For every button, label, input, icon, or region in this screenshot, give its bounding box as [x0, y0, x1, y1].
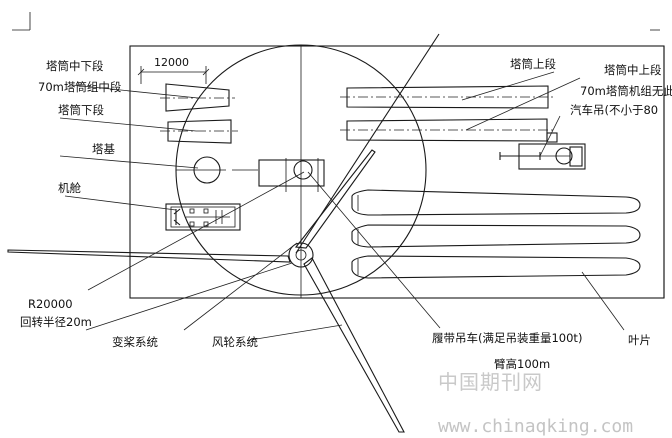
- rotor-hub-center: [295, 249, 307, 261]
- dimension-text: 12000: [154, 56, 189, 69]
- label-radius-value: R20000: [28, 297, 73, 311]
- watermark-url: www.chinaqking.com: [438, 416, 633, 437]
- tower-lower-segment: [160, 119, 238, 144]
- rotor-blade-left: [7, 249, 291, 263]
- label-tower-70m-mid: 70m塔筒组中段: [38, 80, 122, 94]
- rotor-blade-down: [303, 257, 405, 433]
- blade-2: [351, 224, 641, 248]
- label-tower-70m-note: 70m塔筒机组无此: [580, 84, 672, 98]
- truck-crane: [499, 132, 586, 170]
- label-tower-lower: 塔筒下段: [58, 103, 104, 117]
- tower-mid-upper-segment: [340, 118, 555, 142]
- label-blades: 叶片: [628, 333, 651, 347]
- rotor-blade-up: [294, 149, 376, 249]
- rotor-assembly: [7, 149, 405, 433]
- rotor-hub: [288, 242, 314, 268]
- tower-mid-lower-segment: [160, 83, 235, 112]
- label-tower-upper: 塔筒上段: [510, 57, 556, 71]
- label-tower-mid-lower: 塔筒中下段: [46, 59, 104, 73]
- label-nacelle: 机舱: [58, 181, 81, 195]
- label-crawler-crane: 履带吊车(满足吊装重量100t): [432, 331, 582, 345]
- watermark-cn: 中国期刊网: [438, 370, 543, 394]
- label-truck-crane: 汽车吊(不小于80: [570, 103, 658, 117]
- label-tower-base: 塔基: [92, 142, 115, 156]
- crawler-crane-body: [258, 158, 325, 192]
- label-rotor-system: 风轮系统: [212, 335, 258, 349]
- nacelle-block: [165, 203, 241, 231]
- dimension-12000: 12000: [137, 56, 210, 84]
- label-radius-desc: 回转半径20m: [20, 315, 92, 329]
- tower-upper-segment: [340, 85, 555, 109]
- leader-lines: [59, 71, 625, 341]
- blade-3: [351, 255, 641, 279]
- label-pitch-system: 变桨系统: [112, 335, 158, 349]
- blade-1: [351, 189, 641, 216]
- page-corner-marks: [12, 12, 660, 31]
- label-boom-height: 臂高100m: [494, 357, 550, 371]
- label-tower-mid-upper: 塔筒中上段: [604, 63, 662, 77]
